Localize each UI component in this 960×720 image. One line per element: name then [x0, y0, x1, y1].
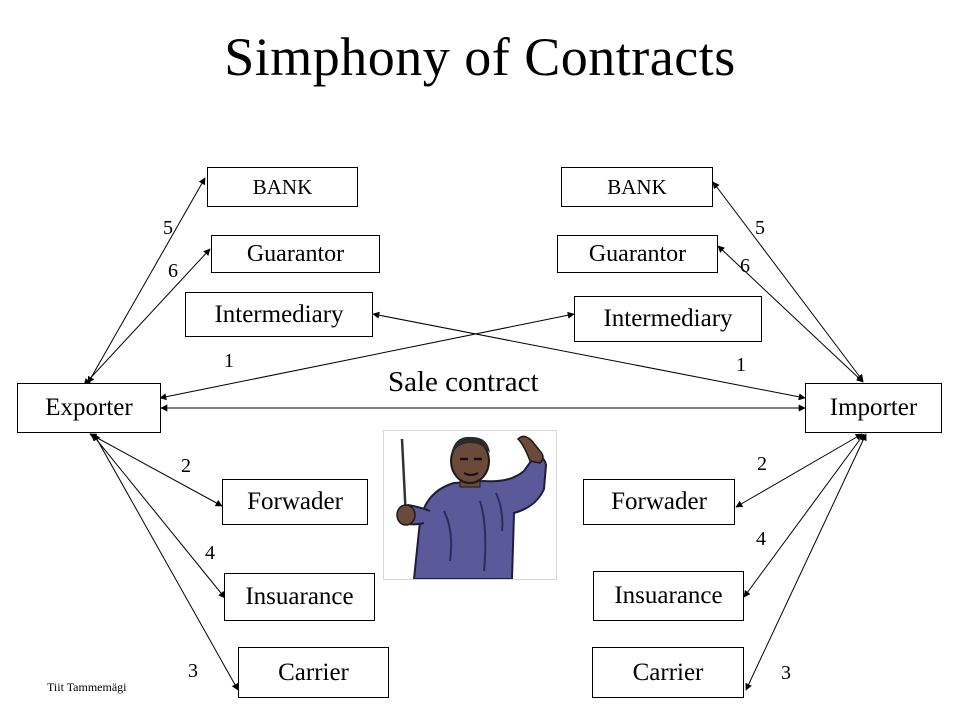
arrow-exporter-forwarder	[89, 433, 223, 507]
insurance-box-left: Insuarance	[224, 573, 375, 621]
num-intermediary-left: 1	[224, 350, 234, 372]
num-insurance-left: 4	[205, 542, 215, 564]
arrow-importer-intermediary-left	[372, 311, 806, 401]
conductor-illustration	[383, 430, 557, 580]
importer-box: Importer	[805, 383, 942, 433]
guarantor-box-left: Guarantor	[211, 235, 380, 273]
num-forwarder-left: 2	[181, 455, 191, 477]
forwarder-box-right: Forwader	[583, 479, 735, 525]
num-intermediary-right: 1	[736, 354, 746, 376]
page-title: Simphony of Contracts	[224, 27, 736, 87]
intermediary-box-right: Intermediary	[574, 296, 762, 342]
num-guarantor-left: 6	[168, 260, 178, 282]
num-guarantor-right: 6	[740, 255, 750, 277]
num-bank-left: 5	[163, 217, 173, 239]
carrier-box-left: Carrier	[238, 647, 389, 698]
num-insurance-right: 4	[756, 528, 766, 550]
arrow-exporter-insurance	[91, 433, 226, 599]
carrier-box-right: Carrier	[592, 647, 744, 698]
forwarder-box-left: Forwader	[222, 479, 368, 525]
author-credit: Tiit Tammemägi	[47, 680, 127, 694]
num-forwarder-right: 2	[757, 453, 767, 475]
arrow-exporter-guarantor	[83, 248, 211, 386]
arrow-exporter-bank	[87, 177, 206, 384]
exporter-box: Exporter	[17, 383, 161, 433]
arrow-exporter-carrier	[93, 433, 239, 691]
insurance-box-right: Insuarance	[593, 571, 744, 621]
num-carrier-right: 3	[781, 662, 791, 684]
bank-box-left: BANK	[207, 167, 358, 207]
num-carrier-left: 3	[188, 660, 198, 682]
arrow-importer-forwarder	[735, 433, 863, 508]
sale-contract-label: Sale contract	[388, 366, 539, 398]
num-bank-right: 5	[755, 217, 765, 239]
guarantor-box-right: Guarantor	[557, 235, 718, 273]
arrow-importer-bank	[712, 181, 864, 382]
conductor-icon	[396, 435, 548, 580]
arrow-importer-carrier	[745, 433, 867, 691]
intermediary-box-left: Intermediary	[185, 292, 373, 337]
bank-box-right: BANK	[561, 167, 713, 207]
